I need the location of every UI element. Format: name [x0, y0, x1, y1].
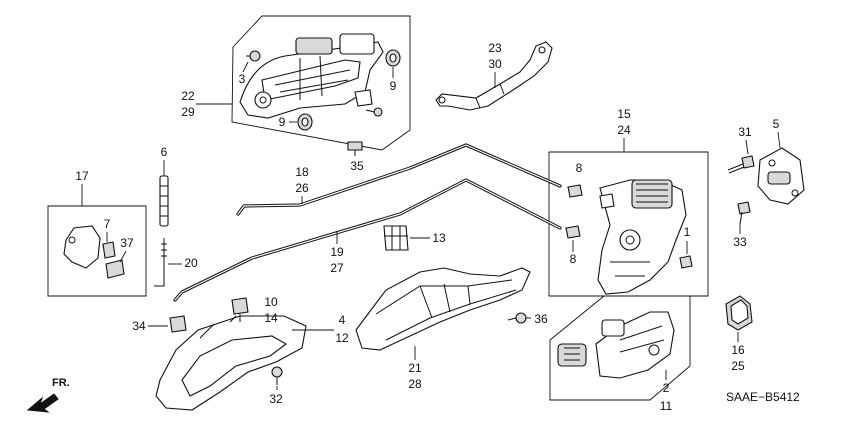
- callout-14: 14: [264, 311, 278, 325]
- diagram-code: SAAE−B5412: [726, 390, 800, 404]
- callout-13: 13: [432, 231, 446, 245]
- callout-21: 21: [408, 361, 422, 375]
- callout-34: 34: [132, 319, 146, 333]
- callout-11: 11: [660, 399, 673, 413]
- clip-34: [169, 315, 187, 333]
- bolt-31: [727, 155, 755, 174]
- callout-5: 5: [773, 117, 780, 131]
- callout-33: 33: [733, 235, 747, 249]
- trim-21-28: [355, 267, 531, 351]
- callout-9-lower: 9: [279, 115, 286, 129]
- front-indicator: FR.: [52, 377, 70, 389]
- callout-30: 30: [488, 57, 502, 71]
- callout-22: 22: [181, 89, 195, 103]
- callout-37: 37: [120, 236, 134, 250]
- callout-16: 16: [731, 343, 745, 357]
- callout-8-upper: 8: [576, 161, 583, 175]
- callout-2: 2: [663, 381, 670, 395]
- hook-rod-20: [154, 238, 167, 287]
- callout-1: 1: [684, 225, 691, 239]
- callout-3: 3: [239, 72, 246, 86]
- clip-10-14: [231, 297, 249, 322]
- callout-25: 25: [731, 359, 745, 373]
- callout-28: 28: [408, 377, 422, 391]
- callout-19: 19: [330, 245, 344, 259]
- callout-6: 6: [161, 145, 168, 159]
- front-arrow-icon: [26, 393, 59, 413]
- rod-18-26: [236, 143, 562, 216]
- pin-6: [159, 160, 169, 227]
- actuator-group-2-11: [549, 295, 691, 401]
- callout-18: 18: [295, 165, 309, 179]
- callout-20: 20: [184, 256, 198, 270]
- callout-12: 12: [335, 331, 349, 345]
- outer-handle-group: [231, 15, 411, 151]
- clip-35: [347, 141, 363, 156]
- bolt-33: [737, 201, 751, 225]
- callout-8-lower: 8: [570, 252, 577, 266]
- callout-35: 35: [350, 159, 364, 173]
- callout-9-upper: 9: [390, 79, 397, 93]
- callout-27: 27: [330, 261, 344, 275]
- callout-36: 36: [534, 312, 548, 326]
- callout-15: 15: [617, 107, 631, 121]
- callout-4: 4: [339, 313, 346, 327]
- cap-16-25: [725, 295, 753, 331]
- cable-bracket-group-17: [47, 205, 147, 297]
- callout-7: 7: [104, 217, 111, 231]
- callout-23: 23: [488, 41, 502, 55]
- callout-29: 29: [181, 105, 195, 119]
- screw-36: [507, 312, 527, 324]
- callout-10: 10: [264, 295, 278, 309]
- callout-26: 26: [295, 181, 309, 195]
- callout-17: 17: [75, 169, 89, 183]
- rod-19-27: [173, 178, 562, 302]
- bracket-23-30: [435, 41, 553, 111]
- striker-5: [757, 147, 805, 205]
- callout-32: 32: [269, 392, 283, 406]
- callout-31: 31: [738, 125, 752, 139]
- lock-assembly-group: [548, 151, 709, 297]
- clip-13: [383, 225, 409, 251]
- callout-24: 24: [617, 123, 631, 137]
- inner-handle-4-12: [155, 315, 307, 411]
